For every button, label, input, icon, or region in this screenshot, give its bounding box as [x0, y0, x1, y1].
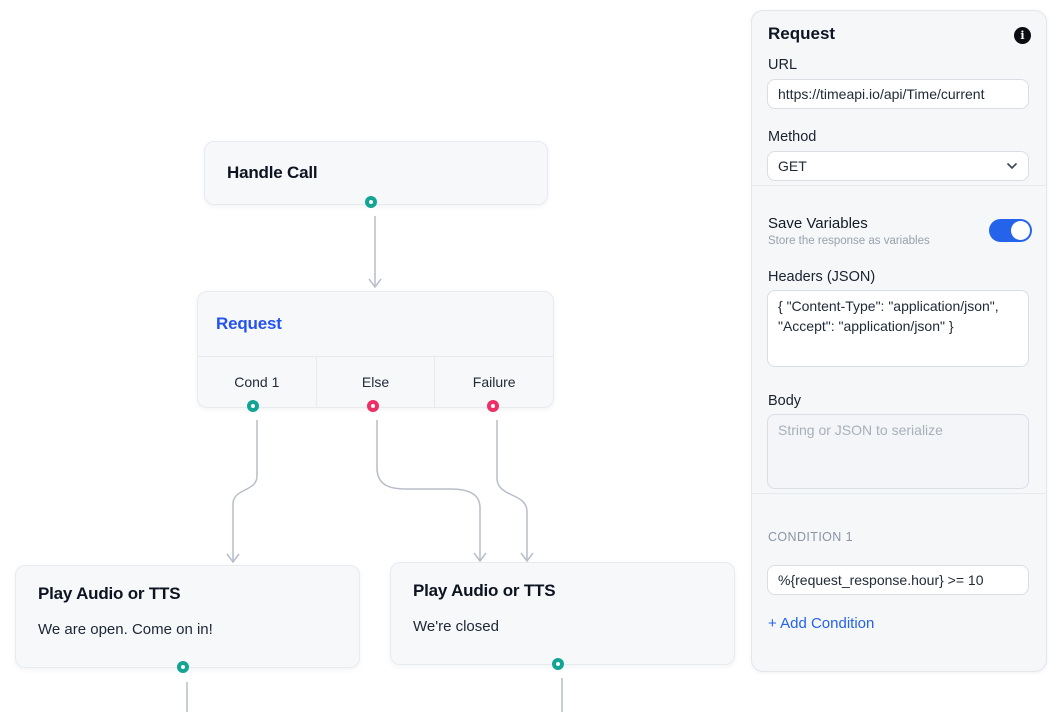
panel-title: Request	[768, 24, 836, 43]
branch-else[interactable]: Else	[315, 357, 435, 407]
add-condition-link[interactable]: + Add Condition	[768, 615, 875, 632]
save-variables-label: Save Variables	[768, 215, 868, 232]
section-divider	[752, 185, 1046, 186]
node-message: We're closed	[413, 618, 499, 635]
info-icon[interactable]: i	[1014, 27, 1031, 44]
branch-failure[interactable]: Failure	[434, 357, 553, 407]
node-title: Handle Call	[227, 163, 318, 182]
toggle-knob	[1011, 221, 1030, 240]
save-variables-toggle[interactable]	[989, 219, 1032, 242]
request-properties-panel: Request i URL Method GET Save Variables …	[751, 10, 1047, 672]
save-variables-description: Store the response as variables	[768, 235, 930, 247]
url-label: URL	[768, 57, 798, 73]
request-failure-handle[interactable]	[487, 400, 499, 412]
playclosed-source-handle[interactable]	[552, 658, 564, 670]
node-handle-call[interactable]: Handle Call	[204, 141, 548, 205]
section-divider	[752, 493, 1046, 494]
request-else-handle[interactable]	[367, 400, 379, 412]
node-title: Request	[216, 314, 282, 333]
node-request[interactable]: Request Cond 1 Else Failure	[197, 291, 554, 408]
node-title: Play Audio or TTS	[38, 584, 181, 603]
node-message: We are open. Come on in!	[38, 621, 213, 638]
chevron-down-icon	[1006, 162, 1018, 170]
edge-cond1-playopen	[232, 420, 258, 562]
edge-else-playclosed	[376, 420, 481, 561]
arrowhead-icon	[520, 552, 534, 563]
arrowhead-icon	[226, 553, 240, 564]
arrowhead-icon	[368, 278, 382, 289]
method-label: Method	[768, 129, 817, 145]
edge-failure-playclosed	[496, 420, 528, 561]
arrowhead-icon	[473, 552, 487, 563]
condition-1-input[interactable]	[767, 565, 1029, 595]
condition-1-label: CONDITION 1	[768, 530, 853, 544]
handlecall-source-handle[interactable]	[365, 196, 377, 208]
node-play-audio-open[interactable]: Play Audio or TTS We are open. Come on i…	[15, 565, 360, 668]
branch-cond-1[interactable]: Cond 1	[234, 374, 280, 390]
headers-textarea[interactable]: { "Content-Type": "application/json", "A…	[767, 290, 1029, 367]
headers-label: Headers (JSON)	[768, 269, 876, 285]
method-value: GET	[778, 158, 807, 174]
node-title: Play Audio or TTS	[413, 581, 556, 600]
body-textarea[interactable]	[767, 414, 1029, 489]
request-cond1-handle[interactable]	[247, 400, 259, 412]
branch-row: Cond 1 Else Failure	[198, 356, 553, 407]
node-play-audio-closed[interactable]: Play Audio or TTS We're closed	[390, 562, 735, 665]
method-select[interactable]: GET	[767, 151, 1029, 181]
playopen-source-handle[interactable]	[177, 661, 189, 673]
body-label: Body	[768, 393, 802, 409]
url-input[interactable]	[767, 79, 1029, 109]
